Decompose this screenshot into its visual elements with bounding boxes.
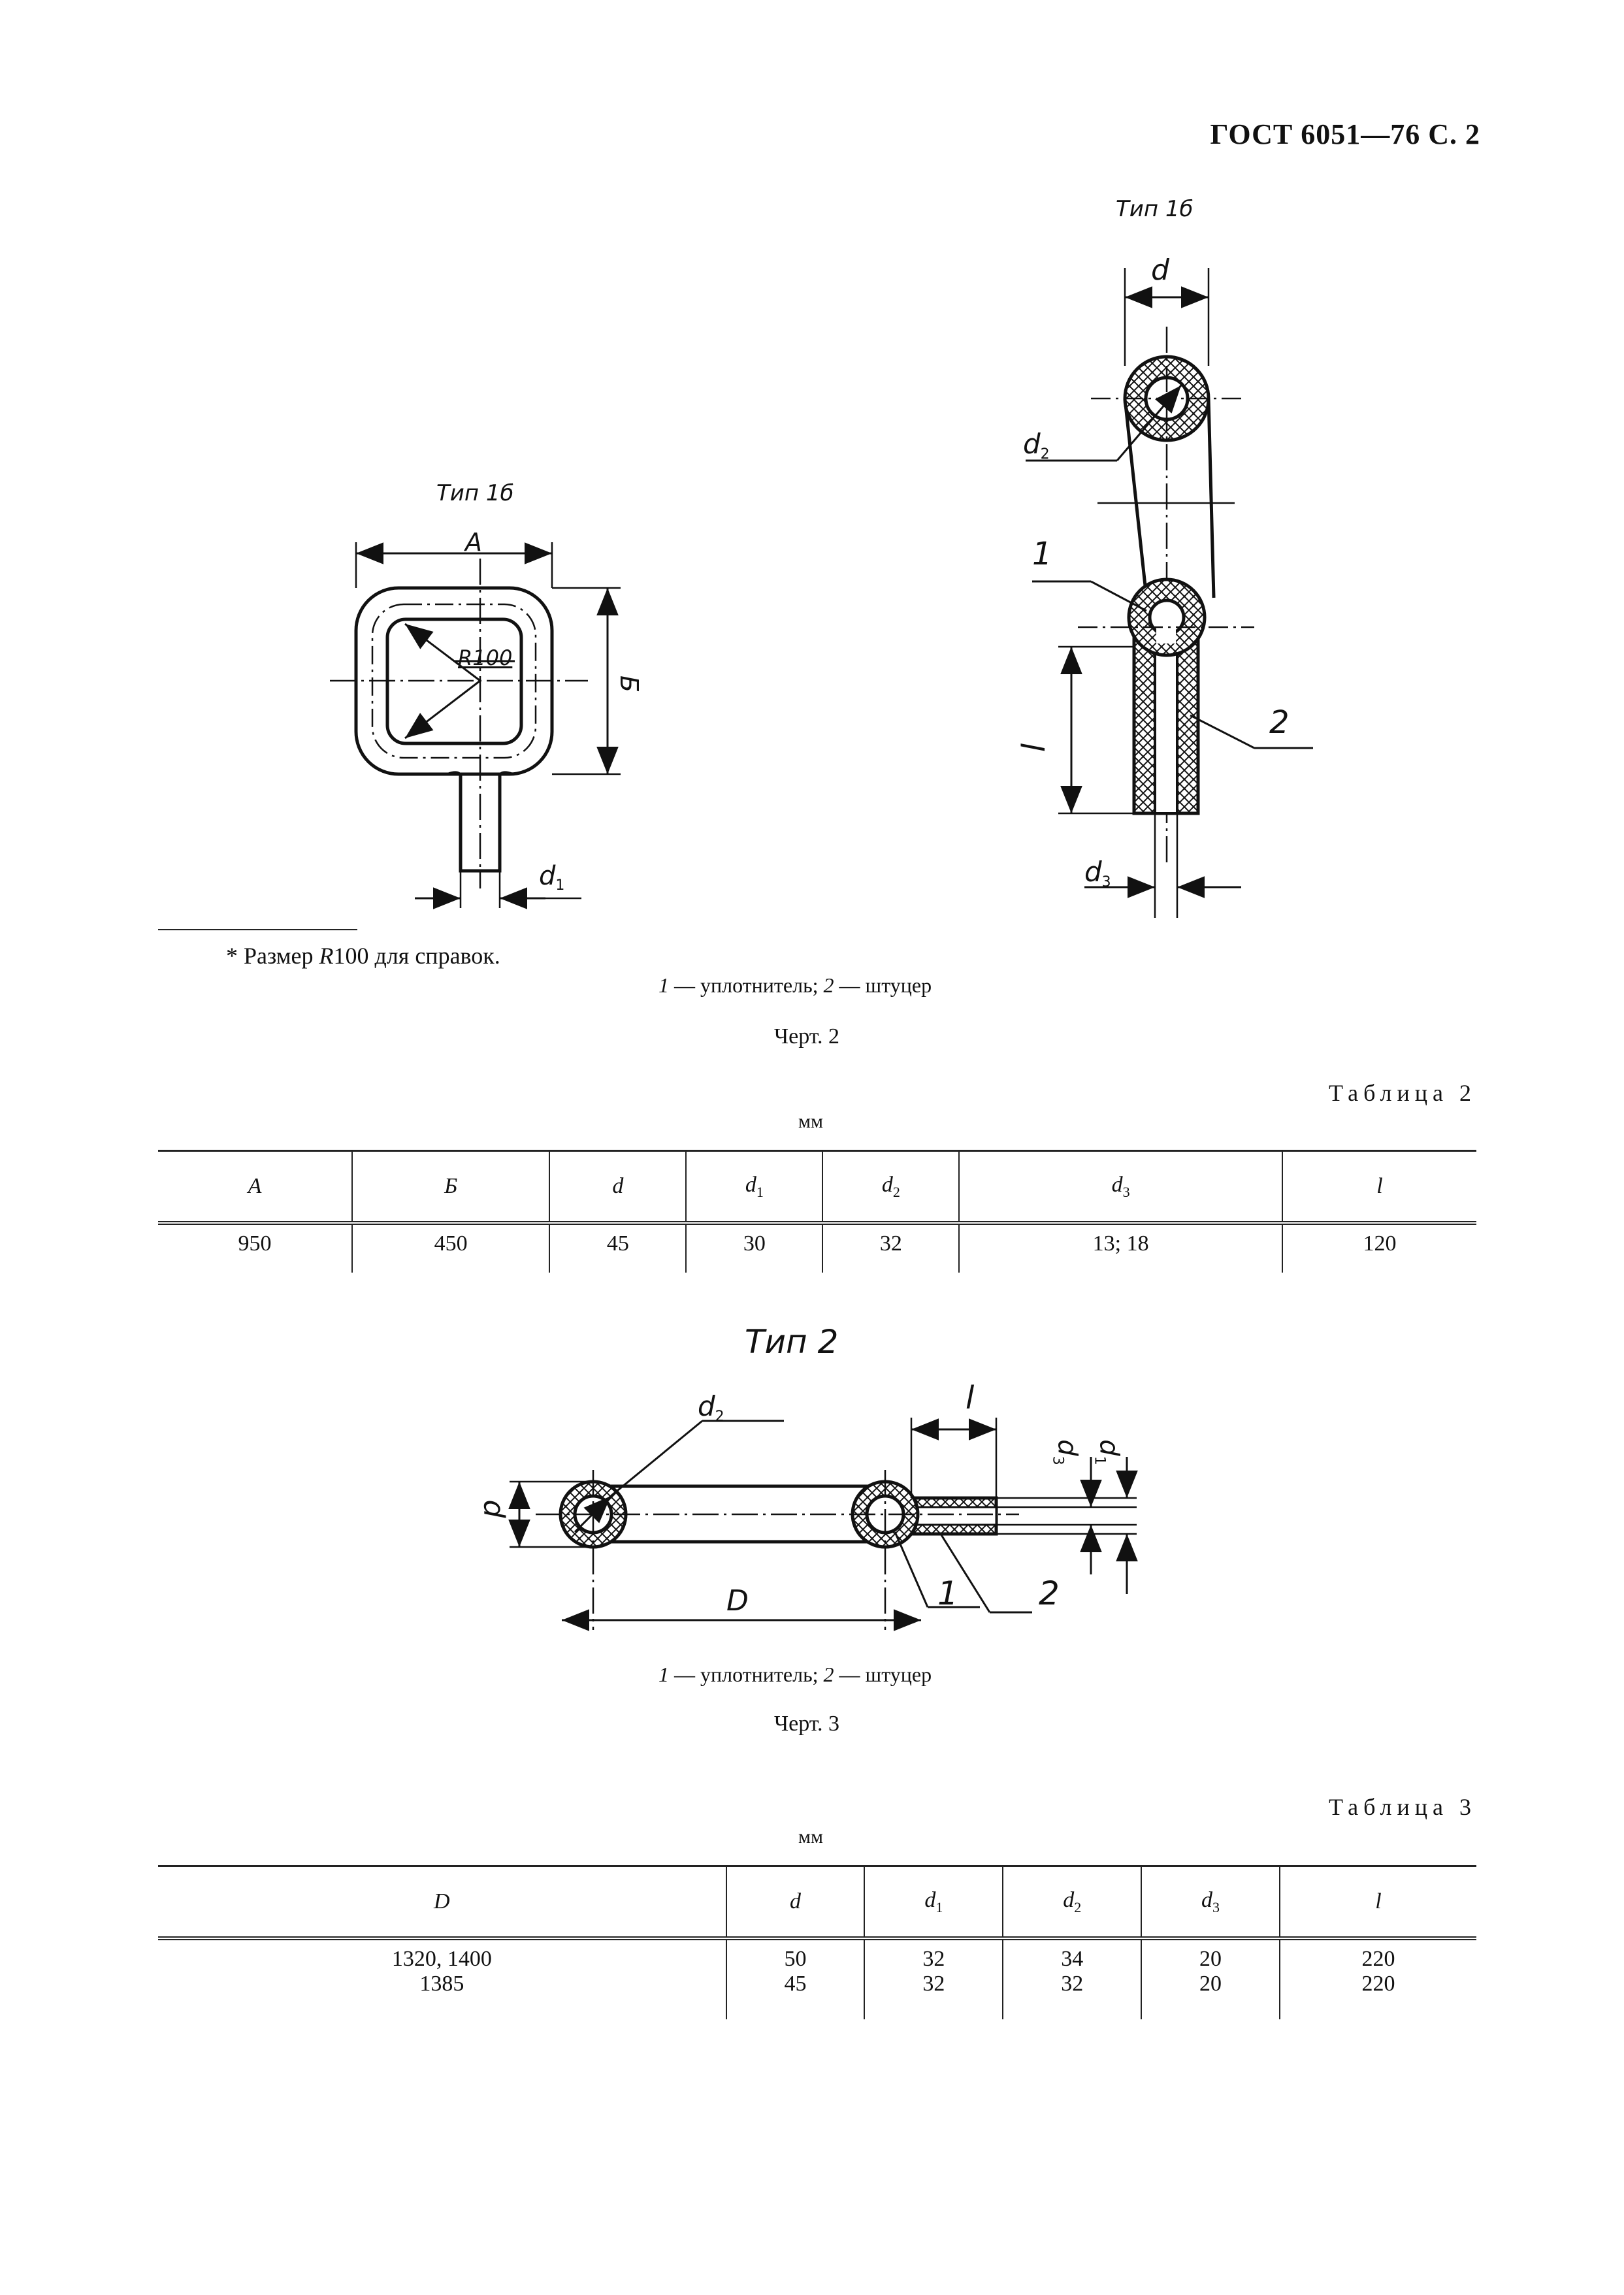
dim-l-label: l bbox=[1013, 742, 1050, 751]
table2-cell: 120 bbox=[1281, 1223, 1476, 1273]
table2-header-5: d3 bbox=[958, 1150, 1282, 1225]
position-1-label: 1 bbox=[1032, 536, 1052, 572]
fig3-dim-d2-label: d2 bbox=[698, 1390, 724, 1425]
table3-header-0: D bbox=[158, 1866, 726, 1940]
dim-a-label: A bbox=[465, 528, 482, 557]
fig3-position-1-label: 1 bbox=[937, 1574, 958, 1612]
table3-cell-line: 220 bbox=[1361, 1947, 1395, 1971]
footnote: * Размер R100 для справок. bbox=[226, 943, 500, 969]
table3-header-5: l bbox=[1278, 1866, 1476, 1940]
fig3-legend: 1 — уплотнитель; 2 — штуцер bbox=[658, 1663, 932, 1686]
table2-header-6: l bbox=[1281, 1150, 1476, 1225]
dim-d2-label: d2 bbox=[1023, 428, 1050, 463]
table3-header-3: d2 bbox=[1002, 1866, 1142, 1940]
table3-header-4: d3 bbox=[1141, 1866, 1280, 1940]
table2-units: мм bbox=[798, 1111, 823, 1132]
fig3-drawing bbox=[508, 1418, 1138, 1631]
dim-d3-label: d3 bbox=[1084, 856, 1111, 890]
fig3-dim-d3-label: d3 bbox=[1049, 1439, 1082, 1465]
fig3-dim-l-label: l bbox=[966, 1380, 975, 1416]
fig3-caption: Тип 2 bbox=[745, 1323, 839, 1361]
table2-cell: 45 bbox=[549, 1223, 687, 1273]
table3-cell-line: 32 bbox=[922, 1947, 945, 1971]
fig3-dim-big-d-label: D bbox=[726, 1584, 749, 1618]
chart-2-caption: Черт. 2 bbox=[774, 1024, 840, 1049]
dim-r100-label: R100 bbox=[458, 645, 513, 670]
dim-d1-label: d1 bbox=[539, 861, 565, 894]
position-2-label: 2 bbox=[1269, 704, 1290, 741]
table3-cell-line: 45 bbox=[784, 1972, 807, 1996]
table3-header-2: d1 bbox=[864, 1866, 1003, 1940]
fig3-dim-d-label: d bbox=[477, 1499, 511, 1518]
table2-header-0: A bbox=[158, 1150, 352, 1225]
table2-cell: 32 bbox=[822, 1223, 960, 1273]
dim-b-label: Б bbox=[615, 675, 644, 693]
table2-header-4: d2 bbox=[822, 1150, 960, 1225]
table3-header-1: d bbox=[725, 1866, 865, 1940]
table2-header-1: Б bbox=[351, 1150, 550, 1225]
table3-cell-line: 1320, 1400 bbox=[391, 1947, 492, 1971]
fig3-position-2-label: 2 bbox=[1039, 1574, 1060, 1612]
table2-cell: 450 bbox=[351, 1223, 550, 1273]
table3-cell-line: 20 bbox=[1199, 1972, 1222, 1996]
fig2-legend: 1 — уплотнитель; 2 — штуцер bbox=[658, 973, 932, 997]
fig3-dim-d1-label: d1 bbox=[1091, 1439, 1124, 1465]
fig2-left-drawing bbox=[330, 542, 621, 909]
chart-3-caption: Черт. 3 bbox=[774, 1712, 840, 1736]
fig2-right-caption: Тип 1б bbox=[1116, 196, 1194, 222]
page-header: ГОСТ 6051—76 С. 2 bbox=[1210, 118, 1480, 150]
table3-cell-line: 32 bbox=[1061, 1972, 1084, 1996]
table2-header-2: d bbox=[549, 1150, 687, 1225]
table3-cell-line: 32 bbox=[922, 1972, 945, 1996]
table2-cell: 950 bbox=[238, 1231, 272, 1256]
fig2-right-drawing bbox=[1026, 268, 1313, 918]
table3-cell-line: 50 bbox=[784, 1947, 807, 1971]
table3-units: мм bbox=[798, 1826, 823, 1847]
table2-cell: 13; 18 bbox=[958, 1223, 1282, 1273]
table3-cell-line: 34 bbox=[1061, 1947, 1084, 1971]
fig2-left-caption: Тип 1б bbox=[436, 480, 514, 506]
table2-cell: 30 bbox=[685, 1223, 823, 1273]
table3-cell-line: 220 bbox=[1361, 1972, 1395, 1996]
footnote-rule bbox=[158, 929, 357, 930]
dim-d-label: d bbox=[1151, 253, 1169, 287]
table3-title: Таблица 3 bbox=[1329, 1794, 1476, 1820]
table2-title: Таблица 2 bbox=[1329, 1080, 1476, 1106]
table3-cell-line: 20 bbox=[1199, 1947, 1222, 1971]
table3-cell-line: 1385 bbox=[419, 1972, 464, 1996]
table2-header-3: d1 bbox=[685, 1150, 823, 1225]
